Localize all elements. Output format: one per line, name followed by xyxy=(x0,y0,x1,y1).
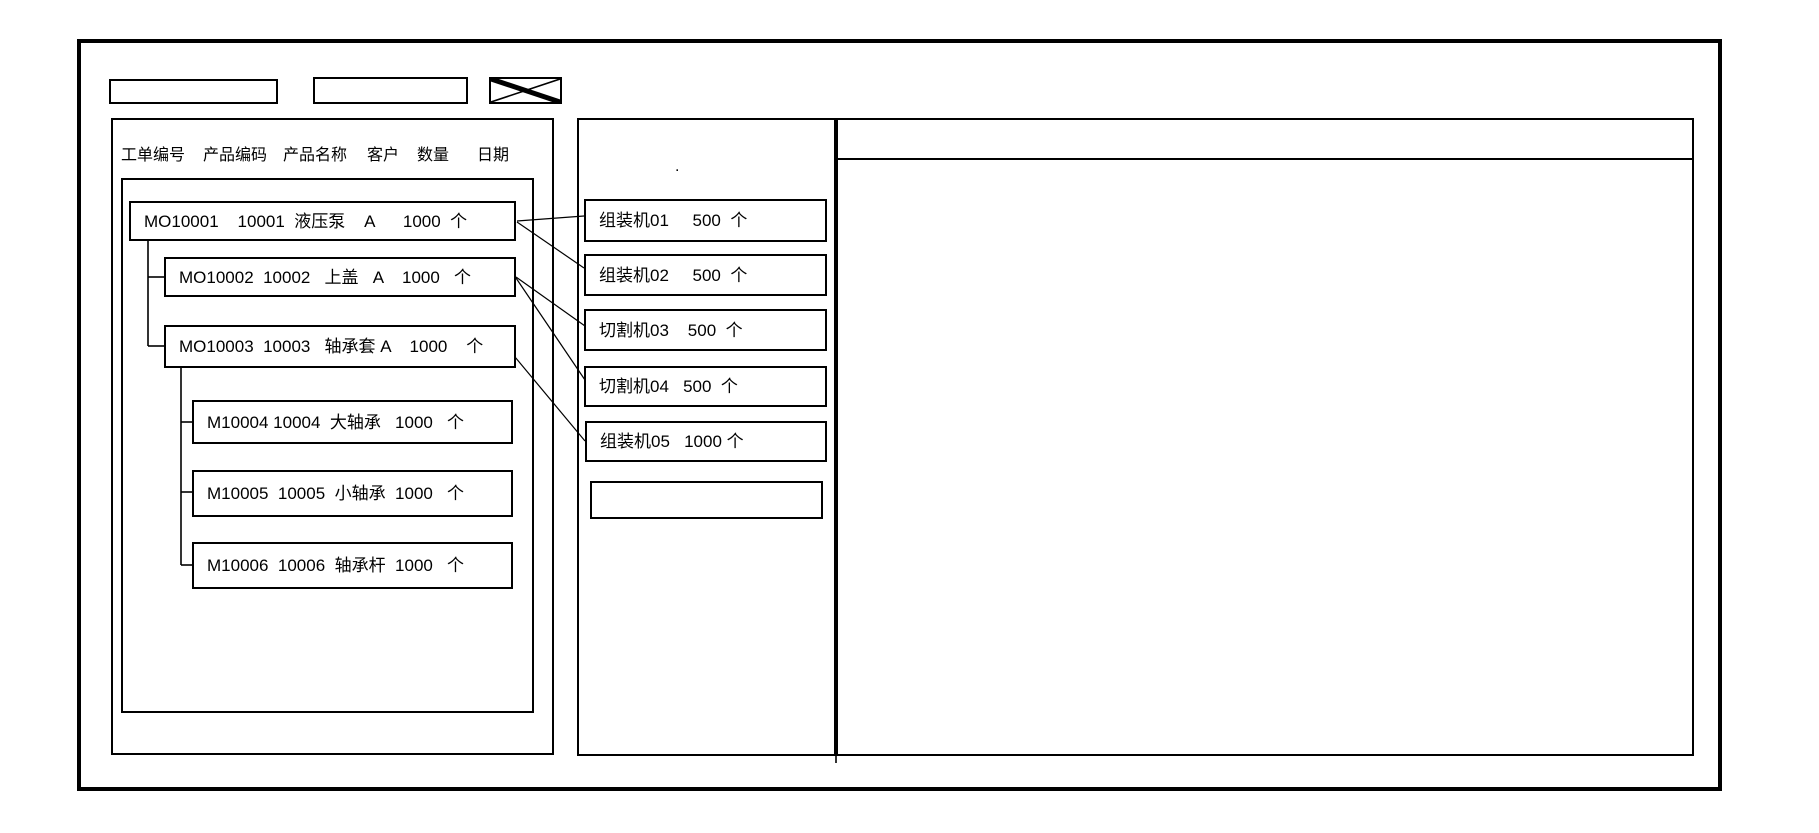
machine-item-text: 切割机04 500 个 xyxy=(599,377,738,396)
work-order-tree: MO10001 10001 液压泵 A 1000 个 MO10002 10002… xyxy=(121,178,534,713)
machine-item-text: 组装机02 500 个 xyxy=(599,265,748,285)
detail-panel-header xyxy=(838,120,1692,160)
work-order-row-text: MO10001 10001 液压泵 A 1000 个 xyxy=(144,211,468,231)
work-order-row-m10004[interactable]: M10004 10004 大轴承 1000 个 xyxy=(192,400,513,444)
work-order-row-text: MO10002 10002 上盖 A 1000 个 xyxy=(179,267,471,287)
machine-item-text: 组装机05 1000 个 xyxy=(600,432,744,451)
machine-item-04[interactable]: 切割机04 500 个 xyxy=(584,366,827,407)
machine-panel: . 组装机01 500 个 组装机02 500 个 切割机03 500 个 切割… xyxy=(577,118,836,756)
detail-panel xyxy=(836,118,1694,756)
machine-item-text: 组装机01 500 个 xyxy=(599,211,748,230)
toolbar-field-1[interactable] xyxy=(109,79,278,104)
window-frame xyxy=(77,39,1722,791)
column-header-customer: 客户 xyxy=(367,147,400,164)
work-order-row-m10006[interactable]: M10006 10006 轴承杆 1000 个 xyxy=(192,542,513,589)
column-header-product-code: 产品编码 xyxy=(203,147,268,164)
machine-item-02[interactable]: 组装机02 500 个 xyxy=(584,254,827,296)
column-header-date: 日期 xyxy=(477,147,510,164)
work-order-row-mo10003[interactable]: MO10003 10003 轴承套 A 1000 个 xyxy=(164,325,516,368)
machine-item-03[interactable]: 切割机03 500 个 xyxy=(584,309,827,351)
close-icon[interactable] xyxy=(489,77,562,104)
machine-item-05[interactable]: 组装机05 1000 个 xyxy=(585,421,827,462)
machine-item-01[interactable]: 组装机01 500 个 xyxy=(584,199,827,242)
toolbar-field-2[interactable] xyxy=(313,77,468,104)
work-order-row-text: M10005 10005 小轴承 1000 个 xyxy=(207,484,465,503)
work-order-row-text: MO10003 10003 轴承套 A 1000 个 xyxy=(179,337,484,356)
machine-item-text: 切割机03 500 个 xyxy=(599,320,743,340)
work-order-row-m10005[interactable]: M10005 10005 小轴承 1000 个 xyxy=(192,470,513,517)
column-header-order-no: 工单编号 xyxy=(121,147,186,164)
work-order-row-mo10001[interactable]: MO10001 10001 液压泵 A 1000 个 xyxy=(129,201,516,241)
column-header-product-name: 产品名称 xyxy=(283,147,348,164)
close-icon-diagonals xyxy=(491,79,560,102)
column-header-qty: 数量 xyxy=(417,147,450,164)
work-order-row-text: M10006 10006 轴承杆 1000 个 xyxy=(207,556,465,575)
work-order-row-mo10002[interactable]: MO10002 10002 上盖 A 1000 个 xyxy=(164,257,516,297)
machine-item-empty[interactable] xyxy=(590,481,823,519)
work-order-row-text: M10004 10004 大轴承 1000 个 xyxy=(207,412,465,432)
work-order-panel: 工单编号 产品编码 产品名称 客户 数量 日期 MO10001 10001 液压… xyxy=(111,118,554,755)
machine-panel-note-dot: . xyxy=(675,158,680,175)
